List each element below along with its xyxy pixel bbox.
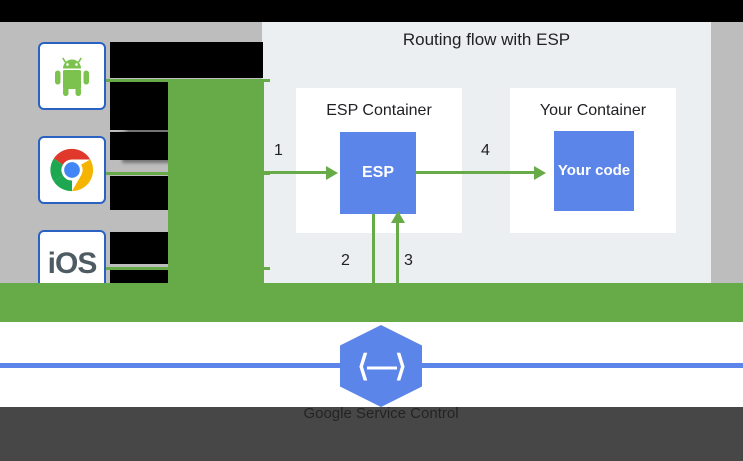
esp-container-label: ESP Container <box>326 102 432 119</box>
arrow-1-head <box>326 166 338 180</box>
esp-box[interactable]: ESP <box>340 132 416 214</box>
redaction-rect <box>110 176 168 210</box>
arrow-3-head <box>391 211 405 223</box>
android-icon <box>55 57 89 96</box>
chrome-icon <box>50 148 94 192</box>
step-number-2: 2 <box>341 252 350 269</box>
arrow-3-line <box>396 222 399 321</box>
your-container-label: Your Container <box>539 102 647 119</box>
redaction-rect <box>110 232 168 264</box>
step-number-4: 4 <box>481 142 490 159</box>
ios-label: iOS <box>47 247 98 280</box>
arrow-4-head <box>534 166 546 180</box>
green-occlusion-block <box>168 80 264 288</box>
step-number-3: 3 <box>404 252 413 269</box>
bottom-dark-overlay <box>0 407 743 461</box>
client-tile-chrome[interactable] <box>38 136 106 204</box>
arrow-1-line <box>262 171 328 174</box>
client-tile-android[interactable] <box>38 42 106 110</box>
arrow-4-line <box>416 171 536 174</box>
right-gray-strip <box>711 22 743 283</box>
redaction-rect <box>110 82 168 130</box>
redaction-rect <box>168 42 263 78</box>
arrow-2-line <box>372 214 375 321</box>
step-number-1: 1 <box>274 142 283 159</box>
cloud-endpoints-hexagon-icon[interactable]: ⟨—⟩ <box>340 325 422 407</box>
code-brackets-glyph: ⟨—⟩ <box>357 349 406 383</box>
redaction-rect <box>110 132 168 160</box>
top-black-bar <box>0 0 743 22</box>
green-occlusion-band <box>0 283 743 322</box>
diagram-title: Routing flow with ESP <box>402 30 571 49</box>
your-code-box[interactable]: Your code <box>554 131 634 211</box>
